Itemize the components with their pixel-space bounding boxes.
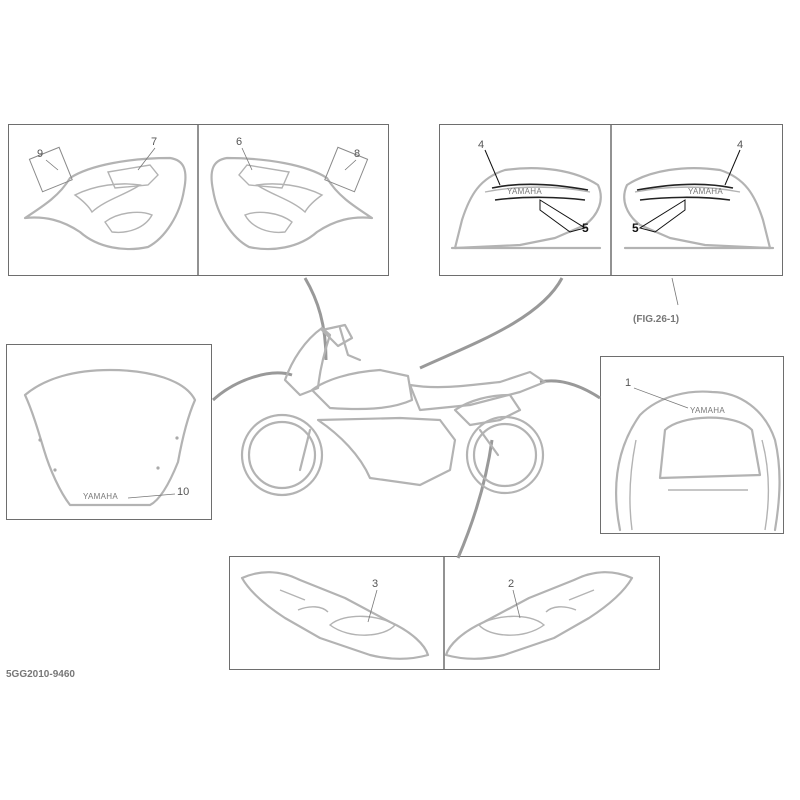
connector-seat [539,379,601,400]
callout-3: 3 [372,578,378,590]
callout-2: 2 [508,578,514,590]
callout-10: 10 [177,486,189,498]
callout-8: 8 [354,148,360,160]
connector-tail [456,439,494,559]
callout-5-right: 5 [632,221,639,235]
windshield: YAMAHA [23,368,197,507]
figure-reference: (FIG.26-1) [633,314,680,325]
callout-4-right: 4 [737,139,743,151]
right-fuel-tank: YAMAHA [623,167,775,250]
tank-decal-text-right: YAMAHA [688,187,723,196]
callout-6: 6 [236,136,242,148]
callout-7: 7 [151,136,157,148]
left-side-cowl [23,146,187,251]
connector-windshield [211,371,293,402]
right-tail-cover [444,571,634,660]
connector-cowl [303,277,328,361]
seat-decal-text: YAMAHA [690,406,725,415]
motorcycle-illustration [240,323,547,497]
callout-4-left: 4 [478,139,484,151]
panel-windshield-decal [6,344,212,520]
left-fuel-tank: YAMAHA [450,167,602,250]
left-tail-cover [240,571,430,660]
tank-decal-text-left: YAMAHA [507,187,542,196]
callout-9: 9 [37,148,43,160]
diagram-code: 5GG2010-9460 [6,669,75,680]
seat: YAMAHA [614,390,781,532]
right-side-cowl [210,146,374,251]
callout-5-left: 5 [582,221,589,235]
windshield-decal-text: YAMAHA [83,492,118,501]
connector-tank [419,277,564,370]
callout-1: 1 [625,377,631,389]
